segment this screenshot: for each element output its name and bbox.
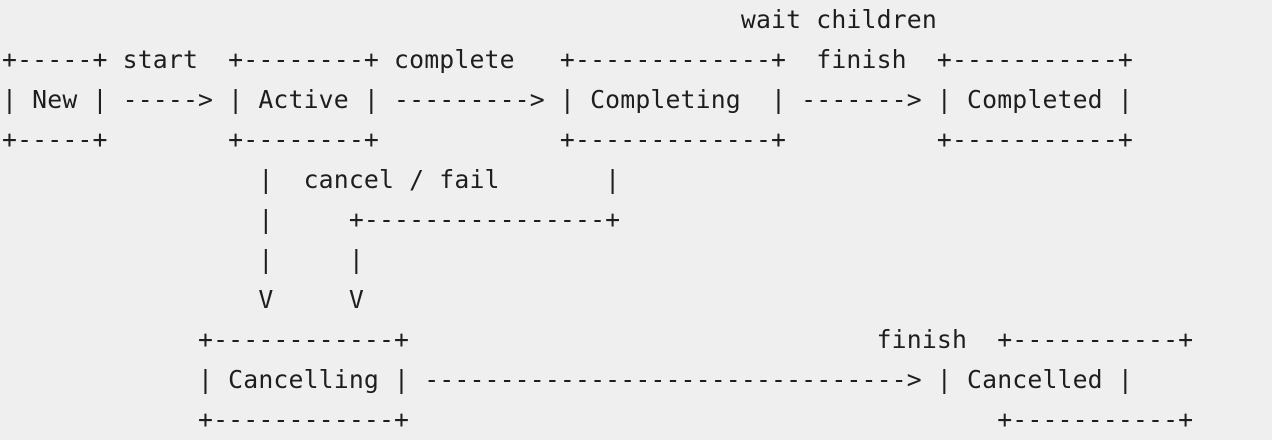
- diagram-line-new-active-completing-completed: | New | -----> | Active | ---------> | C…: [2, 85, 1133, 114]
- diagram-line-cancel-bottom-borders: +------------+ +-----------+: [2, 405, 1194, 434]
- diagram-line-cancel-top-borders-finish: +------------+ finish +-----------+: [2, 325, 1194, 354]
- diagram-line-branch-connector: | +----------------+: [2, 205, 621, 234]
- diagram-line-arrow-heads: V V: [2, 285, 364, 314]
- diagram-line-bottom-borders: +-----+ +--------+ +-------------+ +----…: [2, 125, 1133, 154]
- diagram-line-cancelling-cancelled: | Cancelling | -------------------------…: [2, 365, 1133, 394]
- diagram-line-vertical-connectors: | |: [2, 245, 364, 274]
- diagram-line-wait-children: wait children: [2, 5, 937, 34]
- state-diagram: wait children +-----+ start +--------+ c…: [2, 0, 1193, 440]
- diagram-line-top-borders-start-complete-finish: +-----+ start +--------+ complete +-----…: [2, 45, 1133, 74]
- diagram-line-cancel-fail: | cancel / fail |: [2, 165, 621, 194]
